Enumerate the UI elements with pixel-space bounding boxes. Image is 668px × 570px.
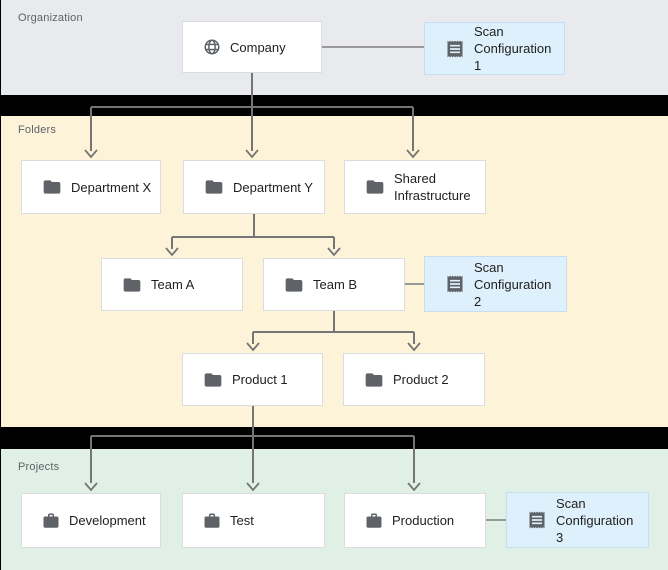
receipt-icon	[527, 510, 547, 530]
folder-icon	[42, 177, 62, 197]
briefcase-icon	[42, 512, 60, 530]
node-label: Production	[392, 513, 455, 528]
node-department-y: Department Y	[183, 160, 325, 214]
node-scan-configuration-1: Scan Configuration 1	[424, 22, 565, 75]
receipt-icon	[445, 39, 465, 59]
node-scan-configuration-3: Scan Configuration 3	[506, 492, 649, 548]
node-label: Scan Configuration 2	[474, 259, 552, 309]
node-label: Product 2	[393, 372, 449, 387]
folder-icon	[204, 177, 224, 197]
node-label: Department Y	[233, 179, 313, 195]
node-label: Test	[230, 513, 254, 528]
node-scan-configuration-2: Scan Configuration 2	[424, 256, 567, 312]
node-label: Product 1	[232, 372, 288, 387]
node-label: Team A	[151, 277, 195, 292]
projects-section-label: Projects	[18, 461, 60, 473]
node-company: Company	[182, 21, 322, 73]
briefcase-icon	[203, 512, 221, 530]
node-production: Production	[344, 493, 486, 548]
node-team-b: Team B	[263, 258, 405, 311]
receipt-icon	[445, 274, 465, 294]
node-label: Development	[69, 513, 146, 528]
globe-icon	[203, 38, 221, 56]
organization-section-label: Organization	[18, 12, 83, 24]
node-product-2: Product 2	[343, 353, 485, 406]
node-label: Company	[230, 39, 286, 55]
node-label: Scan Configuration 3	[556, 495, 634, 545]
node-team-a: Team A	[101, 258, 243, 311]
node-department-x: Department X	[21, 160, 161, 214]
node-label: Team B	[313, 277, 358, 292]
briefcase-icon	[365, 512, 383, 530]
folders-section-label: Folders	[18, 124, 57, 136]
node-development: Development	[21, 493, 161, 548]
node-label: Department X	[71, 179, 152, 195]
folder-icon	[364, 370, 384, 390]
node-product-1: Product 1	[182, 353, 323, 406]
node-label: Shared Infrastructure	[394, 171, 471, 203]
folder-icon	[284, 275, 304, 295]
node-label: Scan Configuration 1	[474, 24, 552, 73]
organization-section	[1, 0, 668, 95]
folder-icon	[122, 275, 142, 295]
node-shared-infrastructure: Shared Infrastructure	[344, 160, 486, 214]
folder-icon	[365, 177, 385, 197]
node-test: Test	[182, 493, 325, 548]
folder-icon	[203, 370, 223, 390]
